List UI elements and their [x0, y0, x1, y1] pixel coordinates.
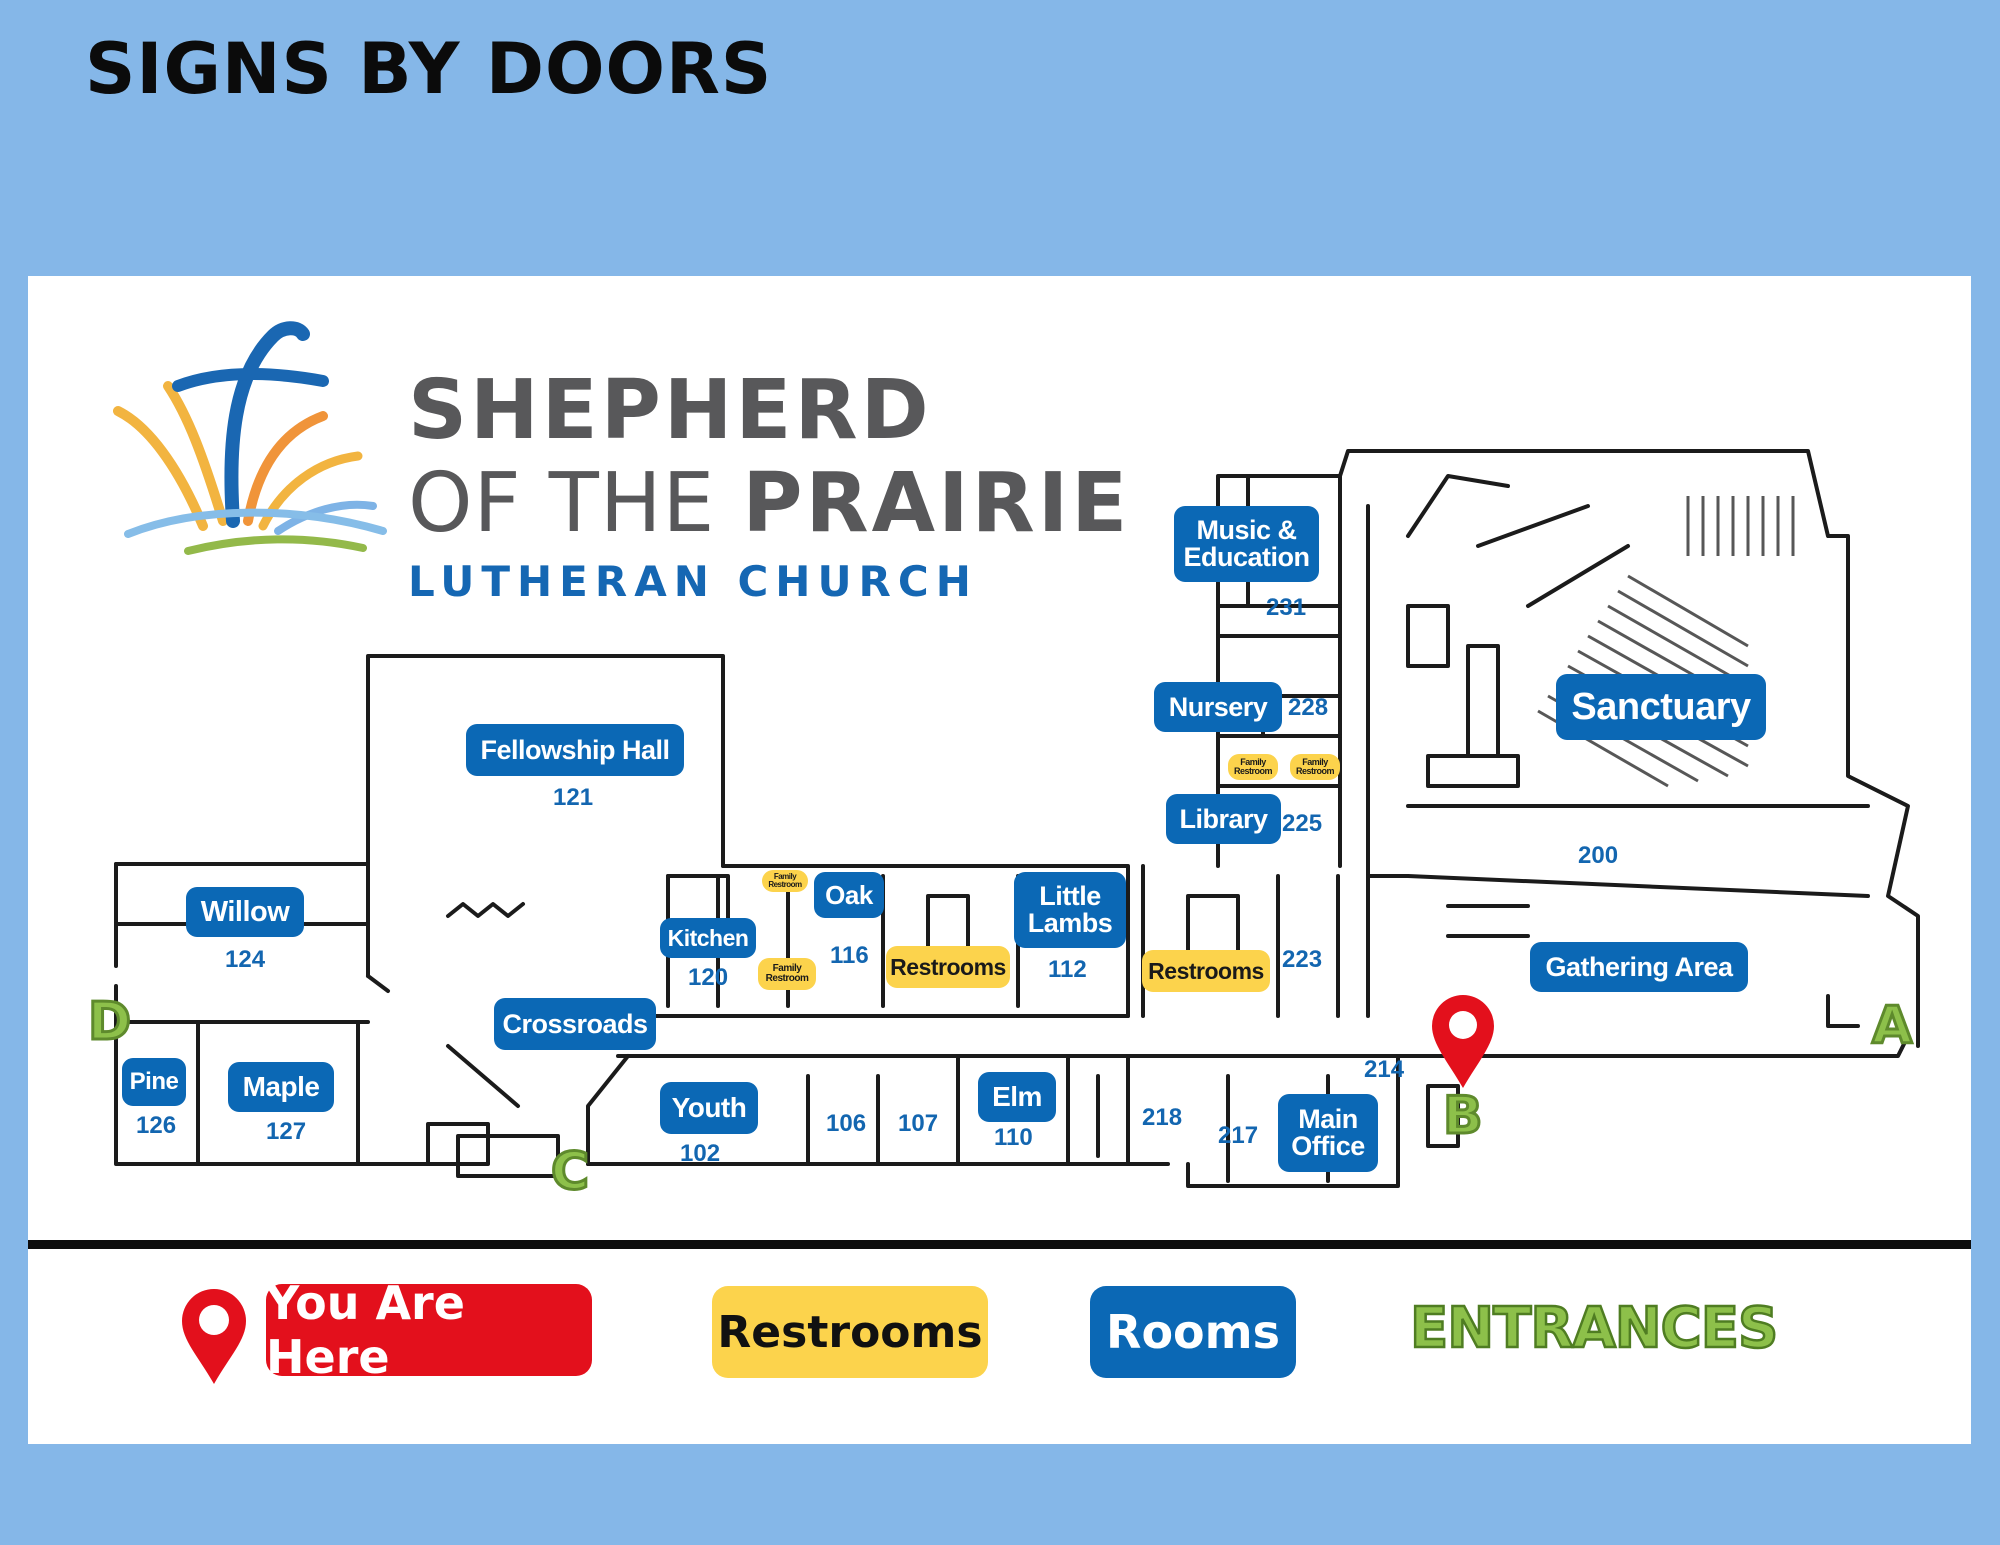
room-crossroads: Crossroads: [494, 998, 656, 1050]
church-logo-icon: [113, 321, 387, 555]
room-number-214: 214: [1364, 1056, 1405, 1083]
room-number-106: 106: [826, 1110, 867, 1137]
entrance-a: A: [1870, 995, 1913, 1058]
room-maple: Maple: [228, 1062, 334, 1112]
room-number-217: 217: [1218, 1122, 1259, 1149]
room-number-223: 223: [1282, 946, 1323, 973]
room-number-126: 126: [136, 1112, 177, 1139]
legend-divider: [28, 1240, 1971, 1249]
legend-rooms: Rooms: [1090, 1286, 1296, 1378]
room-number-107: 107: [898, 1110, 939, 1137]
room-number-112: 112: [1048, 956, 1087, 983]
room-willow: Willow: [186, 887, 304, 937]
family-restroom-1: Family Restroom: [1228, 754, 1278, 780]
room-number-200: 200: [1578, 842, 1619, 869]
floor-plan-sign: SHEPHERD OF THE PRAIRIE LUTHERAN CHURCH: [28, 276, 1971, 1444]
room-music-education: Music & Education: [1174, 506, 1319, 582]
you-are-here-map-pin-icon: [1432, 995, 1494, 1088]
page-heading: SIGNS BY DOORS: [85, 28, 773, 110]
restrooms-a: Restrooms: [886, 946, 1010, 988]
room-number-228: 228: [1288, 694, 1329, 721]
legend-entrances: ENTRANCES: [1409, 1295, 1780, 1363]
room-fellowship-hall: Fellowship Hall: [466, 724, 684, 776]
room-pine: Pine: [122, 1058, 186, 1106]
room-number-218: 218: [1142, 1104, 1183, 1131]
family-restroom-2: Family Restroom: [1290, 754, 1340, 780]
room-number-127: 127: [266, 1118, 307, 1145]
room-nursery: Nursery: [1154, 682, 1282, 732]
entrance-b: B: [1442, 1085, 1485, 1148]
room-number-124: 124: [225, 946, 266, 973]
room-oak: Oak: [814, 872, 884, 918]
room-sanctuary: Sanctuary: [1556, 674, 1766, 740]
room-number-110: 110: [994, 1124, 1033, 1151]
entrance-c: C: [549, 1141, 590, 1204]
room-number-225: 225: [1282, 810, 1323, 837]
church-name-line2-thin: OF THE: [408, 456, 743, 551]
room-gathering-area: Gathering Area: [1530, 942, 1748, 992]
room-library: Library: [1166, 794, 1281, 844]
map-pin-icon: [182, 1289, 246, 1384]
church-name-line2-bold: PRAIRIE: [742, 456, 1131, 551]
family-restroom-3: Family Restroom: [762, 870, 808, 892]
church-name-line1: SHEPHERD: [408, 363, 932, 458]
legend-you-are-here: You Are Here: [266, 1276, 592, 1384]
room-youth: Youth: [660, 1082, 758, 1134]
room-number-116: 116: [830, 942, 869, 969]
room-number-231: 231: [1266, 594, 1307, 621]
family-restroom-4: Family Restroom: [758, 958, 816, 990]
church-name-line2: OF THE PRAIRIE: [408, 456, 1130, 552]
room-main-office: Main Office: [1278, 1094, 1378, 1172]
room-number-120: 120: [688, 964, 729, 991]
room-kitchen: Kitchen: [660, 918, 756, 958]
restrooms-b: Restrooms: [1142, 950, 1270, 992]
entrance-d: D: [86, 991, 132, 1054]
room-little-lambs: Little Lambs: [1014, 872, 1126, 948]
church-wordmark: SHEPHERD OF THE PRAIRIE LUTHERAN CHURCH: [408, 366, 1130, 608]
legend-restrooms: Restrooms: [712, 1286, 988, 1378]
room-elm: Elm: [978, 1072, 1056, 1122]
room-number-102: 102: [680, 1140, 721, 1167]
church-name-line3: LUTHERAN CHURCH: [408, 557, 978, 606]
room-number-121: 121: [553, 784, 594, 811]
